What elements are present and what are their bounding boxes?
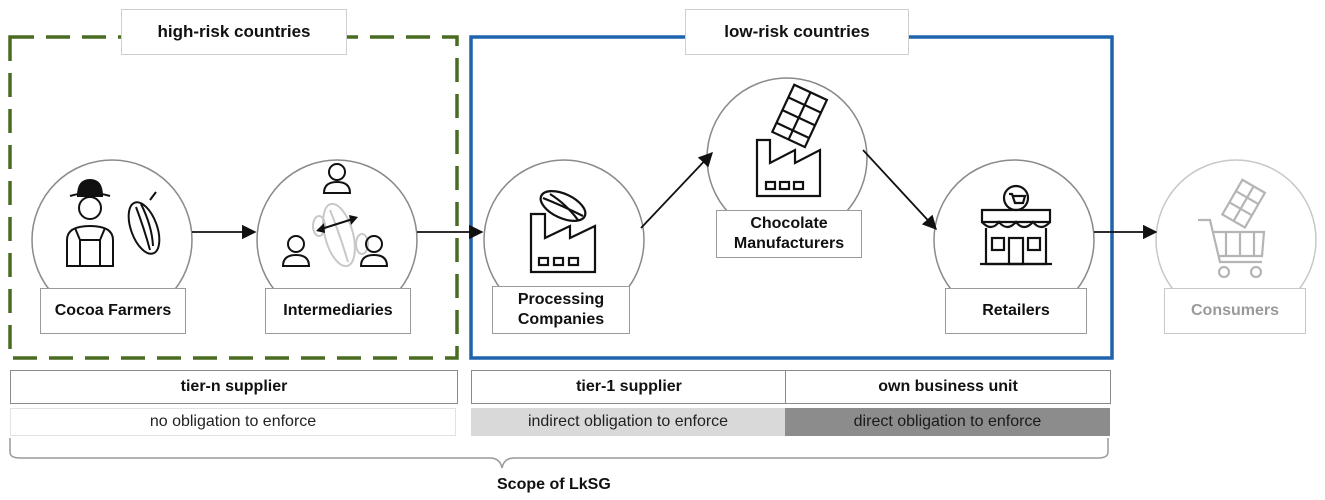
- direct-obligation-box: direct obligation to enforce: [785, 408, 1110, 436]
- intermediaries-label: Intermediaries: [265, 288, 411, 334]
- shopping-cart-icon: [1198, 178, 1267, 279]
- cocoa-farmers-label: Cocoa Farmers: [40, 288, 186, 334]
- chocolate-manufacturers-line-2: Manufacturers: [733, 235, 845, 252]
- chocolate-manufacturers-label: Chocolate Manufacturers: [716, 210, 862, 258]
- low-risk-countries-label: low-risk countries: [685, 9, 909, 55]
- no-obligation-box: no obligation to enforce: [10, 408, 456, 436]
- arrow-processing-to-manufacturers: [640, 151, 713, 229]
- processing-companies-line-2: Companies: [517, 311, 605, 328]
- arrow-manufacturers-to-retailers: [862, 149, 937, 231]
- retailers-label: Retailers: [945, 288, 1087, 334]
- retail-store-icon: [980, 184, 1052, 266]
- scope-brace: [9, 438, 1109, 469]
- indirect-obligation-box: indirect obligation to enforce: [471, 408, 785, 436]
- cocoa-pod-icon: [127, 191, 161, 255]
- tier-n-supplier-box: tier-n supplier: [10, 370, 458, 404]
- farmer-icon: [66, 178, 114, 267]
- chocolate-factory-icon: [755, 83, 829, 198]
- chocolate-manufacturers-line-1: Chocolate: [750, 215, 828, 232]
- tier-1-supplier-box: tier-1 supplier: [471, 370, 787, 404]
- processing-factory-icon: [529, 190, 597, 274]
- intermediaries-icon: [281, 163, 389, 268]
- processing-companies-line-1: Processing: [517, 291, 605, 308]
- scope-of-lksg-label: Scope of LkSG: [497, 476, 611, 493]
- consumers-label: Consumers: [1164, 288, 1306, 334]
- high-risk-countries-label: high-risk countries: [121, 9, 347, 55]
- own-business-unit-box: own business unit: [785, 370, 1111, 404]
- processing-companies-label: Processing Companies: [492, 286, 630, 334]
